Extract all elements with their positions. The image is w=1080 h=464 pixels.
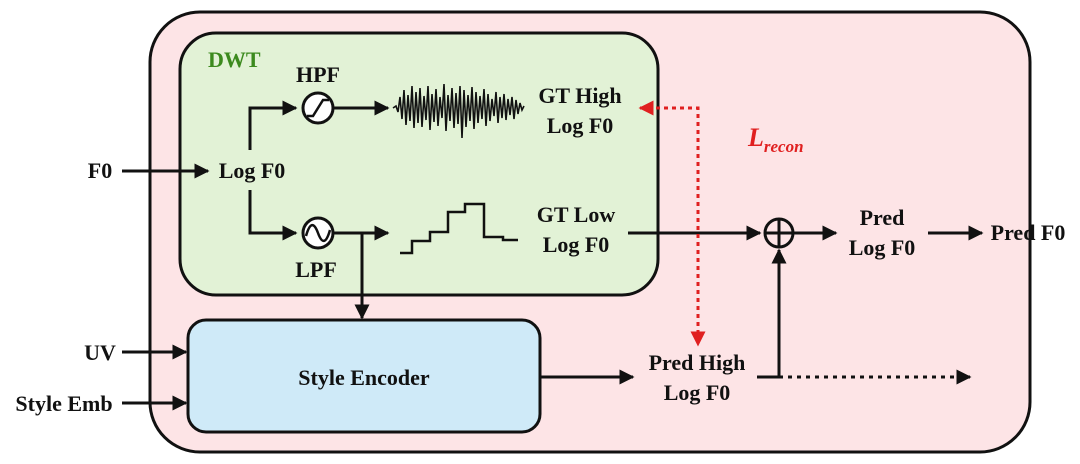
lpf-label: LPF xyxy=(295,257,337,282)
input-uv-label: UV xyxy=(84,340,116,365)
sum-node-icon xyxy=(763,217,795,249)
input-style-emb-label: Style Emb xyxy=(15,391,112,416)
log-f0-label: Log F0 xyxy=(219,158,286,183)
dwt-title: DWT xyxy=(208,47,261,72)
high-freq-waveform xyxy=(392,83,525,139)
lpf-filter-icon xyxy=(301,216,335,250)
gt-high-label-line2: Log F0 xyxy=(547,113,614,138)
hpf-label: HPF xyxy=(296,62,340,87)
pred-high-label-line1: Pred High xyxy=(649,350,746,375)
hpf-filter-icon xyxy=(301,91,335,125)
pred-log-label-line2: Log F0 xyxy=(849,235,916,260)
gt-high-label-line1: GT High xyxy=(538,83,621,108)
log-to-lpf-line xyxy=(248,190,298,241)
recon-loss-arrow xyxy=(638,100,706,347)
gt-low-label-line1: GT Low xyxy=(537,202,616,227)
input-f0-label: F0 xyxy=(88,158,112,183)
pred-high-label-line2: Log F0 xyxy=(664,380,731,405)
log-to-hpf-line xyxy=(248,100,298,150)
pred-log-label-line1: Pred xyxy=(860,205,905,230)
style-encoder-label: Style Encoder xyxy=(298,365,430,390)
recon-loss-label: Lrecon xyxy=(747,123,804,156)
gt-low-label-line2: Log F0 xyxy=(543,232,610,257)
low-freq-step-waveform xyxy=(400,202,518,255)
output-pred-f0-label: Pred F0 xyxy=(991,220,1066,245)
